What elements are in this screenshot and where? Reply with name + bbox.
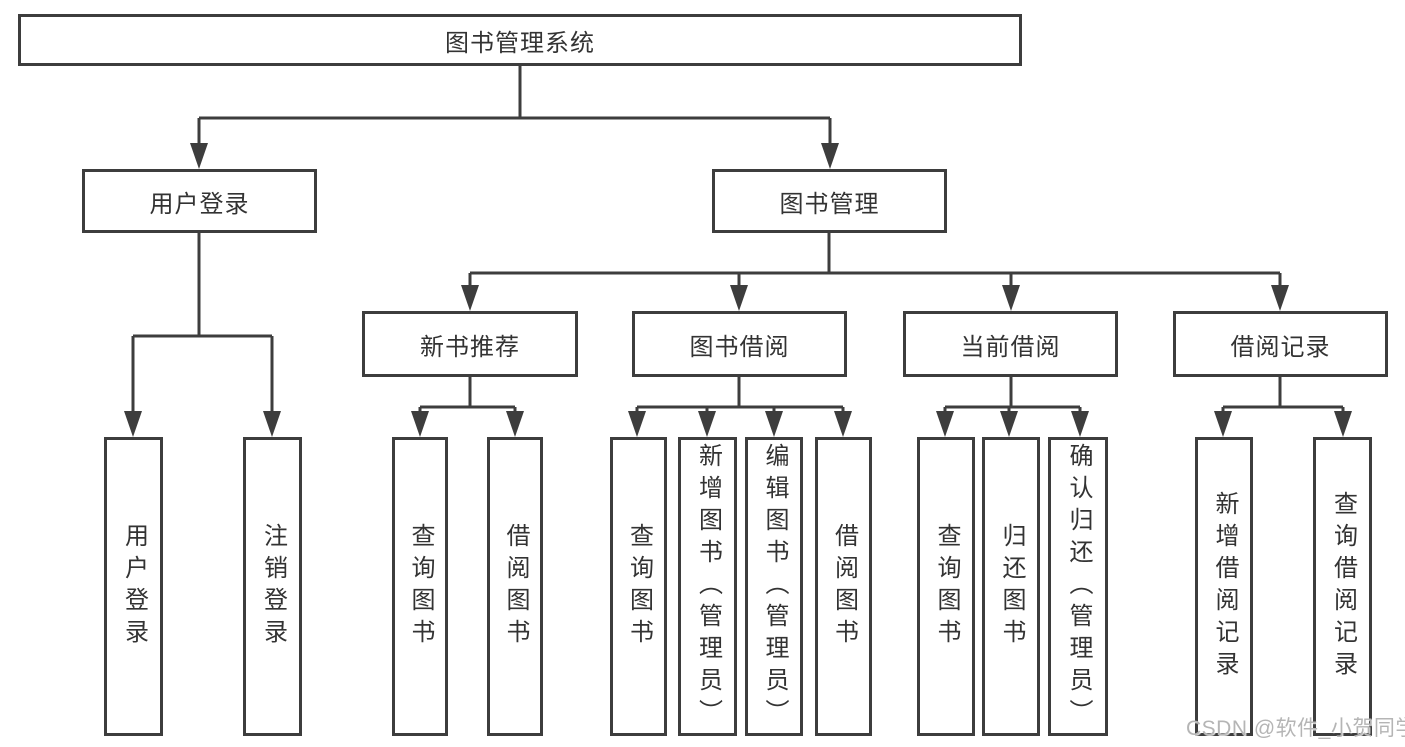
- arrowhead: [461, 285, 479, 311]
- arrowhead: [1071, 411, 1089, 437]
- node-current-borrow: 当前借阅: [903, 311, 1118, 377]
- node-root: 图书管理系统: [18, 14, 1022, 66]
- connector-current-borrow: [943, 377, 1082, 416]
- watermark: CSDN @软件_小贺同学: [1186, 717, 1405, 740]
- arrowhead: [765, 411, 783, 437]
- node-cb-confirm-return-admin: 确认归还（管理员）: [1048, 437, 1108, 736]
- connector-book-mgmt: [468, 233, 1282, 290]
- node-user-login-group: 用户登录: [82, 169, 317, 233]
- connector-arrowheads: [124, 143, 1352, 437]
- arrowhead: [698, 411, 716, 437]
- arrowhead: [821, 143, 839, 169]
- arrowhead: [124, 411, 142, 437]
- node-nbr-query-books: 查询图书: [392, 437, 448, 736]
- arrowhead: [936, 411, 954, 437]
- connector-root: [197, 66, 832, 147]
- connector-borrow-records: [1221, 377, 1345, 416]
- arrowhead: [628, 411, 646, 437]
- node-user-login: 用户登录: [104, 437, 163, 736]
- node-bb-edit-books-admin: 编辑图书（管理员）: [745, 437, 803, 736]
- connector-user-login: [131, 233, 274, 416]
- node-logout: 注销登录: [243, 437, 302, 736]
- arrowhead: [411, 411, 429, 437]
- connector-book-borrow: [635, 377, 845, 416]
- node-book-borrow: 图书借阅: [632, 311, 847, 377]
- node-new-book-rec: 新书推荐: [362, 311, 578, 377]
- node-borrow-records: 借阅记录: [1173, 311, 1388, 377]
- node-cb-return-books: 归还图书: [982, 437, 1040, 736]
- arrowhead: [1214, 411, 1232, 437]
- arrowhead: [730, 285, 748, 311]
- arrowhead: [506, 411, 524, 437]
- node-cb-query-books: 查询图书: [917, 437, 975, 736]
- node-br-query-record: 查询借阅记录: [1313, 437, 1372, 736]
- node-bb-query-books: 查询图书: [610, 437, 667, 736]
- node-nbr-borrow-books: 借阅图书: [487, 437, 543, 736]
- node-bb-add-books-admin: 新增图书（管理员）: [678, 437, 737, 736]
- arrowhead: [190, 143, 208, 169]
- node-book-mgmt: 图书管理: [712, 169, 947, 233]
- arrowhead: [834, 411, 852, 437]
- node-br-add-record: 新增借阅记录: [1195, 437, 1253, 736]
- arrowhead: [1002, 285, 1020, 311]
- arrowhead: [1271, 285, 1289, 311]
- node-bb-borrow-books: 借阅图书: [815, 437, 872, 736]
- arrowhead: [1000, 411, 1018, 437]
- connector-new-book-rec: [418, 377, 517, 416]
- connector-lines: [131, 66, 1345, 416]
- arrowhead: [1334, 411, 1352, 437]
- arrowhead: [263, 411, 281, 437]
